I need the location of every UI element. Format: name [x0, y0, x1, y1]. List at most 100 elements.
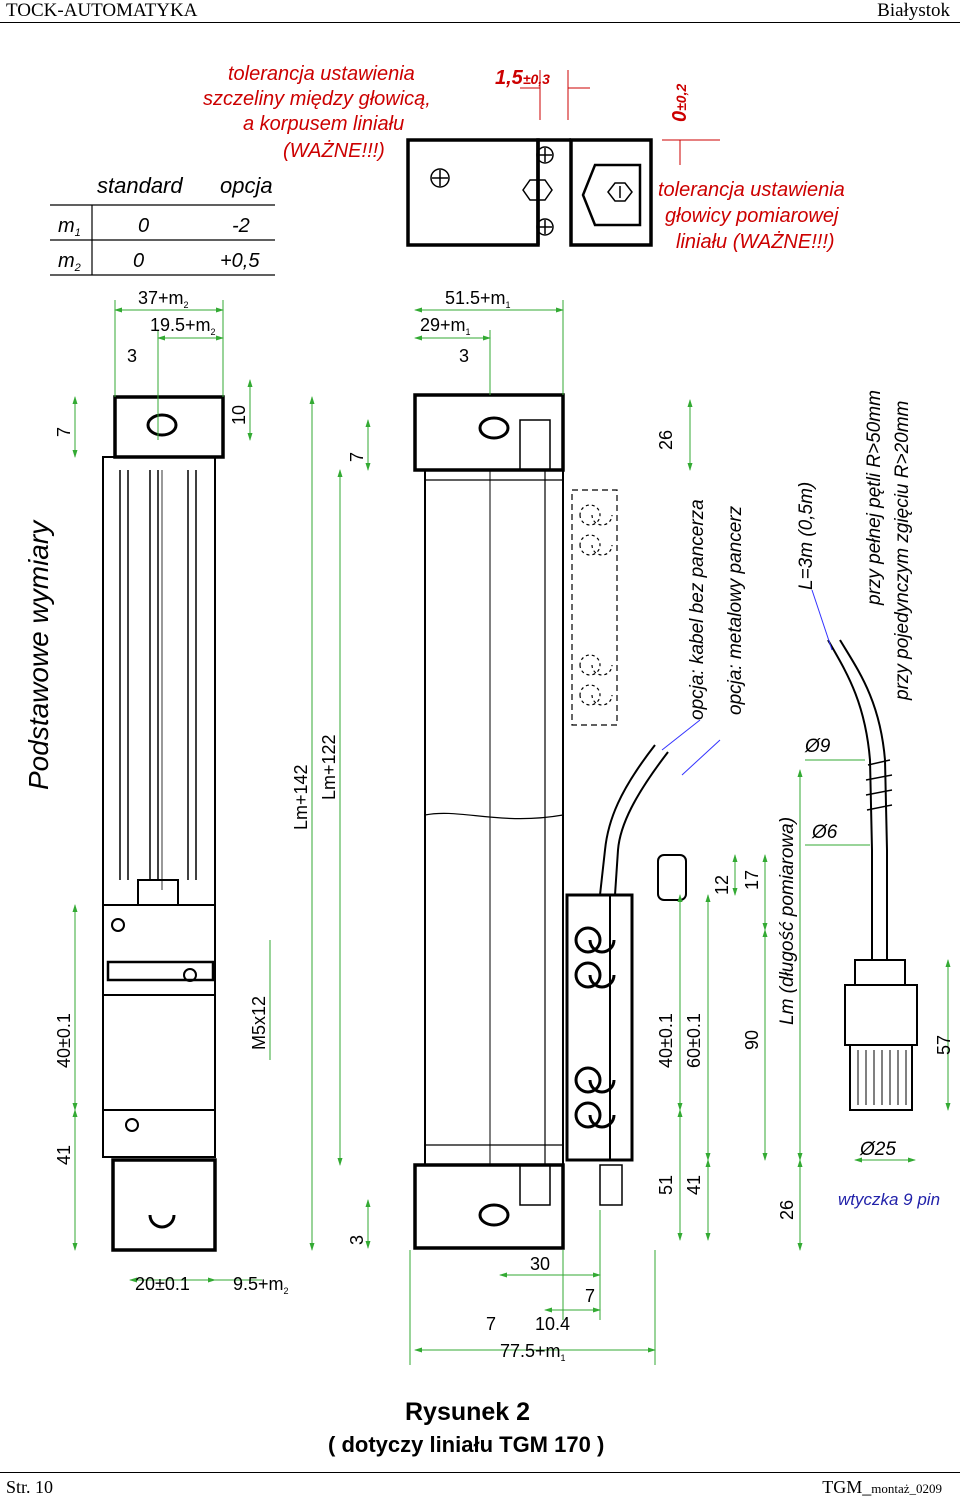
dim-label: 57	[934, 1035, 954, 1055]
cable-and-plug	[827, 639, 918, 1111]
gap-note-line: (WAŻNE!!!)	[283, 140, 385, 162]
table-cell: +0,5	[220, 250, 260, 272]
svg-text:29+m1: 29+m1	[420, 315, 471, 337]
dim-sub: 1	[506, 300, 511, 310]
page-number: Str. 10	[6, 1477, 54, 1497]
plug-label: wtyczka 9 pin	[838, 1190, 940, 1209]
head-detail	[406, 138, 653, 247]
table-row-sub: 2	[74, 262, 81, 274]
table-row-label: m	[58, 215, 75, 237]
dim-label: 10	[229, 405, 249, 425]
svg-text:0±0,2: 0±0,2	[669, 84, 691, 122]
scale-side-view	[413, 393, 687, 1250]
head-note-line: głowicy pomiarowej	[665, 205, 839, 227]
annotation-labels: Lm (długość pomiarowa) opcja: kabel bez …	[687, 390, 940, 1209]
dim-sub: 2	[211, 327, 216, 337]
diameter-25-label: Ø25	[859, 1139, 896, 1160]
dim-label: 40±0.1	[54, 1013, 74, 1068]
dim-label: 20±0.1	[135, 1274, 190, 1294]
document-id-main: TGM_	[822, 1477, 872, 1497]
red-dimension-lines	[520, 70, 720, 165]
gap-tol: ±0,3	[523, 71, 550, 87]
dim-sub: 2	[184, 300, 189, 310]
svg-text:37+m2: 37+m2	[138, 288, 189, 310]
dim-label: 3	[347, 1235, 367, 1245]
dim-label: 90	[742, 1030, 762, 1050]
table-header-opcja: opcja	[220, 173, 273, 198]
gap-note-line: tolerancja ustawienia	[228, 63, 415, 85]
dim-label: 10.4	[535, 1314, 570, 1334]
bend-radius-label: przy pełnej pętli R>50mm	[864, 390, 885, 606]
table-header-standard: standard	[97, 173, 183, 198]
document-id-sub: montaż_0209	[871, 1481, 942, 1496]
dim-sub: 1	[561, 1353, 566, 1363]
dimension-lines	[72, 300, 951, 1365]
option-cable-label: opcja: kabel bez pancerza	[687, 499, 708, 720]
dim-label: 60±0.1	[684, 1013, 704, 1068]
cable-length-label: L=3m (0,5m)	[796, 482, 817, 590]
dim-label: 26	[777, 1200, 797, 1220]
screw-icons	[430, 146, 633, 236]
diameter-6-label: Ø6	[811, 822, 838, 843]
dim-label: 12	[712, 875, 732, 895]
dim-label: 17	[742, 870, 762, 890]
diameter-9-label: Ø9	[804, 736, 831, 757]
dim-label: 77.5+m	[500, 1341, 561, 1361]
table-cell: 0	[133, 250, 144, 272]
scale-front-view	[102, 395, 225, 1252]
dim-label: 51	[656, 1175, 676, 1195]
gap-note: tolerancja ustawienia szczeliny między g…	[203, 63, 431, 162]
svg-text:m2: m2	[58, 250, 81, 274]
dim-label: Lm+122	[319, 734, 339, 800]
dim-sub: 2	[284, 1286, 289, 1296]
side-title: Podstawowe wymiary	[23, 519, 54, 790]
svg-text:m1: m1	[58, 215, 81, 239]
tolerance-table	[50, 204, 275, 276]
gap-note-line: szczeliny między głowicą,	[203, 88, 431, 110]
dim-label: 7	[347, 452, 367, 462]
head-value: 0	[669, 111, 691, 122]
dim-label: M5x12	[249, 996, 269, 1050]
gap-note-line: a korpusem liniału	[243, 113, 404, 135]
dim-label: 40±0.1	[656, 1013, 676, 1068]
dim-label: 3	[459, 346, 469, 366]
svg-text:51.5+m1: 51.5+m1	[445, 288, 511, 310]
table-cell: 0	[138, 215, 149, 237]
dim-label: 9.5+m	[233, 1274, 284, 1294]
svg-text:19.5+m2: 19.5+m2	[150, 315, 216, 337]
head-note-line: tolerancja ustawienia	[658, 179, 845, 201]
svg-text:1,5±0,3: 1,5±0,3	[495, 67, 550, 89]
dim-label: 7	[54, 427, 74, 437]
figure-subtitle: ( dotyczy liniału TGM 170 )	[328, 1432, 604, 1457]
figure-title: Rysunek 2	[405, 1398, 530, 1426]
dim-label: 7	[585, 1286, 595, 1306]
dim-label: 29+m	[420, 315, 466, 335]
table-row-sub: 1	[75, 227, 81, 239]
head-note-line: liniału (WAŻNE!!!)	[676, 231, 835, 253]
option-armor-label: opcja: metalowy pancerz	[725, 505, 746, 715]
page-footer: Str. 10 TGM_montaż_0209	[0, 1472, 960, 1500]
svg-text:77.5+m1: 77.5+m1	[500, 1341, 566, 1363]
measuring-length-label: Lm (długość pomiarowa)	[777, 817, 798, 1025]
dim-label: 41	[684, 1175, 704, 1195]
dim-label: Lm+142	[291, 764, 311, 830]
head-tol: ±0,2	[673, 84, 689, 111]
table-row-label: m	[58, 250, 75, 272]
dim-label: 19.5+m	[150, 315, 211, 335]
dim-label: 41	[54, 1145, 74, 1165]
dimension-labels: 37+m2 19.5+m2 3 7 10 51.5+m1 29+m1 3 7 2…	[54, 288, 954, 1363]
svg-text:9.5+m2: 9.5+m2	[233, 1274, 289, 1296]
gap-value: 1,5	[495, 67, 524, 89]
document-id: TGM_montaż_0209	[822, 1477, 942, 1498]
page-header: TOCK-AUTOMATYKA Białystok	[0, 0, 960, 23]
leader-lines	[661, 589, 833, 776]
table-cell: -2	[232, 215, 250, 237]
dim-label: 26	[656, 430, 676, 450]
dim-label: 51.5+m	[445, 288, 506, 308]
head-note: tolerancja ustawienia głowicy pomiarowej…	[658, 179, 845, 253]
bend-radius-label: przy pojedynczym zgięciu R>20mm	[892, 401, 913, 701]
dim-sub: 1	[466, 327, 471, 337]
dim-label: 37+m	[138, 288, 184, 308]
company-name: TOCK-AUTOMATYKA	[6, 0, 198, 21]
